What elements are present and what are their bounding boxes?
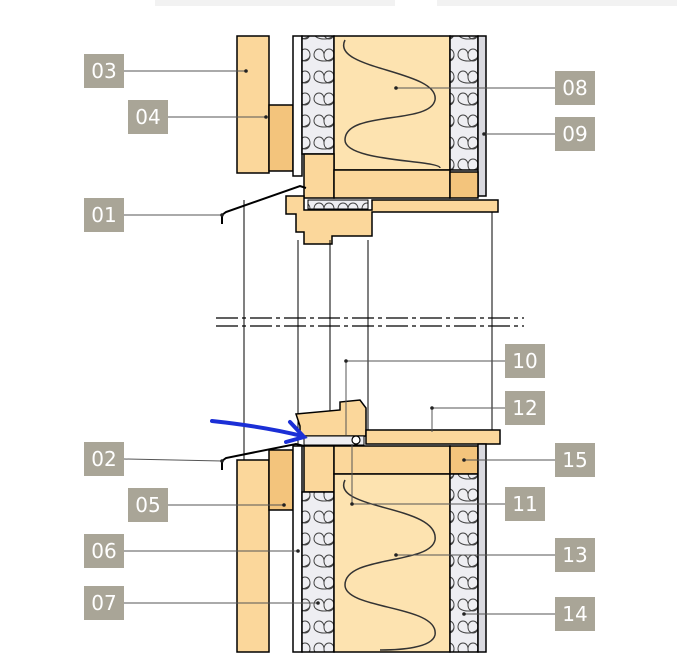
callout-tag-15	[555, 443, 595, 477]
callout-dot-06	[296, 549, 300, 553]
lower-sill-block	[303, 445, 335, 493]
callout-number-07: 07	[91, 591, 116, 615]
callout-dot-02	[220, 459, 224, 463]
lower-interior-sill	[365, 429, 501, 445]
lower-sill-rail	[333, 445, 451, 475]
upper-batten	[268, 104, 294, 172]
annotation-arrow	[210, 419, 308, 444]
lower-insulation-wave	[342, 479, 436, 651]
upper-wool-outer	[301, 35, 335, 155]
callout-number-09: 09	[562, 122, 587, 146]
callout-10: 10	[344, 344, 545, 435]
callout-tag-06	[84, 534, 124, 568]
callout-12: 12	[430, 391, 545, 432]
callout-number-01: 01	[91, 203, 116, 227]
callout-04: 04	[128, 100, 268, 134]
callout-tag-14	[555, 597, 595, 631]
callout-number-08: 08	[562, 76, 587, 100]
alignment-lines	[243, 200, 493, 460]
callout-tag-13	[555, 538, 595, 572]
lower-lining	[477, 443, 487, 653]
callout-dot-03	[244, 69, 248, 73]
upper-head-rail	[333, 169, 451, 199]
callout-tag-09	[555, 117, 595, 151]
callout-dot-13	[394, 553, 398, 557]
upper-seal-strip	[307, 199, 369, 210]
callout-leader-02	[123, 458, 223, 462]
callout-dot-11	[350, 502, 354, 506]
callout-labels: 01 02 03 04 05 06 07 08 09 10 11 12 13 14 15	[84, 54, 595, 631]
callout-tag-02	[84, 442, 124, 476]
callout-number-02: 02	[91, 447, 116, 471]
upper-drip-flashing	[221, 184, 307, 216]
callout-tag-04	[128, 100, 168, 134]
callout-03: 03	[84, 54, 248, 88]
callout-number-15: 15	[562, 448, 587, 472]
callout-15: 15	[462, 443, 595, 477]
callout-dot-14	[462, 612, 466, 616]
upper-wool-inner	[449, 35, 479, 171]
callout-tag-12	[505, 391, 545, 425]
callout-dot-04	[264, 115, 268, 119]
callout-number-05: 05	[135, 493, 160, 517]
upper-window-frame	[285, 195, 499, 245]
callout-01: 01	[84, 198, 224, 232]
callout-05: 05	[128, 488, 286, 522]
callout-number-13: 13	[562, 543, 587, 567]
callout-13: 13	[394, 538, 595, 572]
lower-window-sill-frame	[294, 399, 367, 437]
upper-insulation-wave	[342, 39, 441, 169]
callout-tag-07	[84, 586, 124, 620]
upper-cladding	[236, 35, 270, 174]
callout-tag-03	[84, 54, 124, 88]
callout-number-12: 12	[512, 396, 537, 420]
upper-head-block	[303, 153, 335, 199]
callout-06: 06	[84, 534, 300, 568]
upper-lining	[477, 35, 487, 197]
callout-dot-08	[394, 86, 398, 90]
lower-wool-inner	[449, 473, 479, 653]
callout-08: 08	[394, 71, 595, 105]
callout-02: 02	[84, 442, 224, 476]
upper-board	[292, 35, 303, 177]
upper-wall	[221, 35, 499, 245]
top-bar-right	[437, 0, 677, 6]
callout-number-04: 04	[135, 105, 160, 129]
callout-07: 07	[84, 586, 320, 620]
callout-number-03: 03	[91, 59, 116, 83]
callout-tag-11	[505, 487, 545, 521]
callout-dot-01	[220, 213, 224, 217]
callout-number-10: 10	[512, 349, 537, 373]
lower-board	[292, 445, 303, 653]
callout-dot-05	[282, 503, 286, 507]
lower-wall	[221, 399, 501, 653]
callout-11: 11	[350, 444, 545, 521]
callout-tag-08	[555, 71, 595, 105]
callout-number-14: 14	[562, 602, 587, 626]
lower-batten	[268, 449, 294, 511]
callout-dot-12	[430, 406, 434, 410]
upper-head-inner	[449, 171, 479, 199]
callout-tag-01	[84, 198, 124, 232]
break-lines	[216, 317, 524, 327]
callout-tag-05	[128, 488, 168, 522]
callout-number-06: 06	[91, 539, 116, 563]
callout-dot-15	[462, 458, 466, 462]
lower-cladding	[236, 459, 270, 653]
callout-14: 14	[462, 597, 595, 631]
callout-number-11: 11	[512, 492, 537, 516]
callout-09: 09	[482, 117, 595, 151]
lower-drip-flashing	[221, 442, 305, 462]
callout-dot-07	[316, 601, 320, 605]
top-bar-left	[155, 0, 395, 6]
lower-wool-outer	[301, 491, 335, 653]
callout-dot-09	[482, 132, 486, 136]
lower-backer-rod	[351, 435, 361, 445]
callout-dot-10	[344, 359, 348, 363]
lower-seal-strip	[303, 435, 365, 446]
callout-tag-10	[505, 344, 545, 378]
